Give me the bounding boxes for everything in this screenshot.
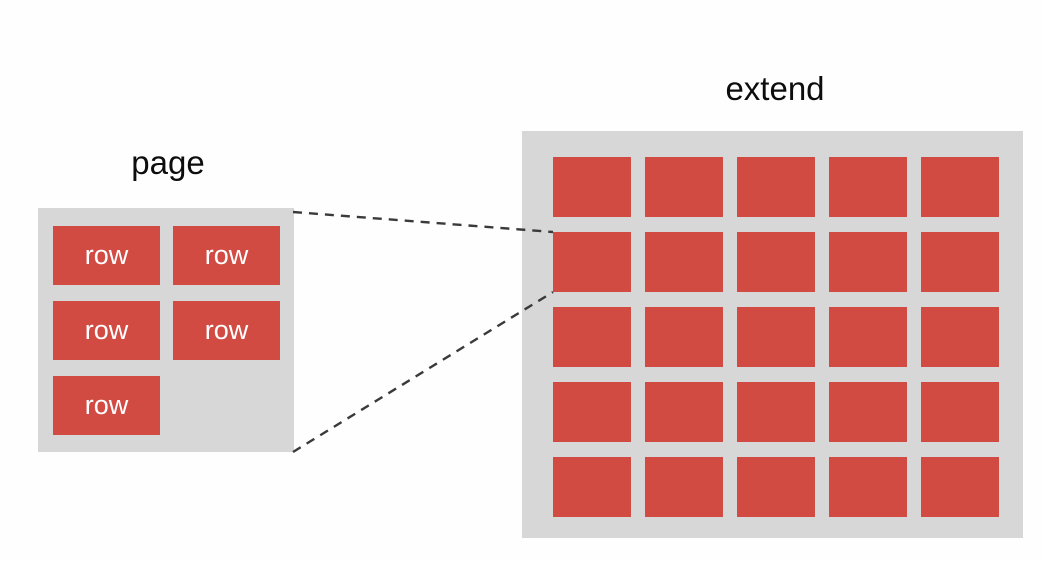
extend-grid-cell[interactable] <box>645 232 723 292</box>
page-row-cell[interactable]: row <box>53 376 160 435</box>
extend-grid-cell[interactable] <box>829 382 907 442</box>
extend-grid-cell[interactable] <box>829 232 907 292</box>
extend-grid-cell[interactable] <box>553 382 631 442</box>
extend-grid-cell[interactable] <box>921 382 999 442</box>
page-row-cell[interactable]: row <box>173 226 280 285</box>
extend-grid-cell[interactable] <box>737 307 815 367</box>
extend-grid-cell[interactable] <box>553 157 631 217</box>
extend-grid-cell[interactable] <box>645 382 723 442</box>
extend-grid-cell[interactable] <box>645 307 723 367</box>
extend-grid-cell[interactable] <box>737 382 815 442</box>
extend-grid-cell[interactable] <box>553 307 631 367</box>
extend-grid-cell[interactable] <box>829 457 907 517</box>
extend-grid-cell[interactable] <box>921 157 999 217</box>
extend-grid-cell[interactable] <box>921 457 999 517</box>
extend-grid-cell[interactable] <box>829 307 907 367</box>
extend-grid-cell[interactable] <box>553 232 631 292</box>
page-row-cell[interactable]: row <box>53 301 160 360</box>
top-connector <box>292 210 554 234</box>
extend-grid-cell[interactable] <box>921 307 999 367</box>
extend-grid-cell[interactable] <box>553 457 631 517</box>
extend-grid-cell[interactable] <box>829 157 907 217</box>
page-row-cell[interactable]: row <box>53 226 160 285</box>
extend-grid-cell[interactable] <box>645 157 723 217</box>
extend-grid-cell[interactable] <box>737 457 815 517</box>
extend-grid-cell[interactable] <box>645 457 723 517</box>
extend-label: extend <box>725 70 825 107</box>
bottom-connector <box>292 290 554 454</box>
extend-grid-cell[interactable] <box>921 232 999 292</box>
extend-grid-cell[interactable] <box>737 232 815 292</box>
extend-grid-cell[interactable] <box>737 157 815 217</box>
page-row-cell[interactable]: row <box>173 301 280 360</box>
page-label: page <box>131 144 205 181</box>
